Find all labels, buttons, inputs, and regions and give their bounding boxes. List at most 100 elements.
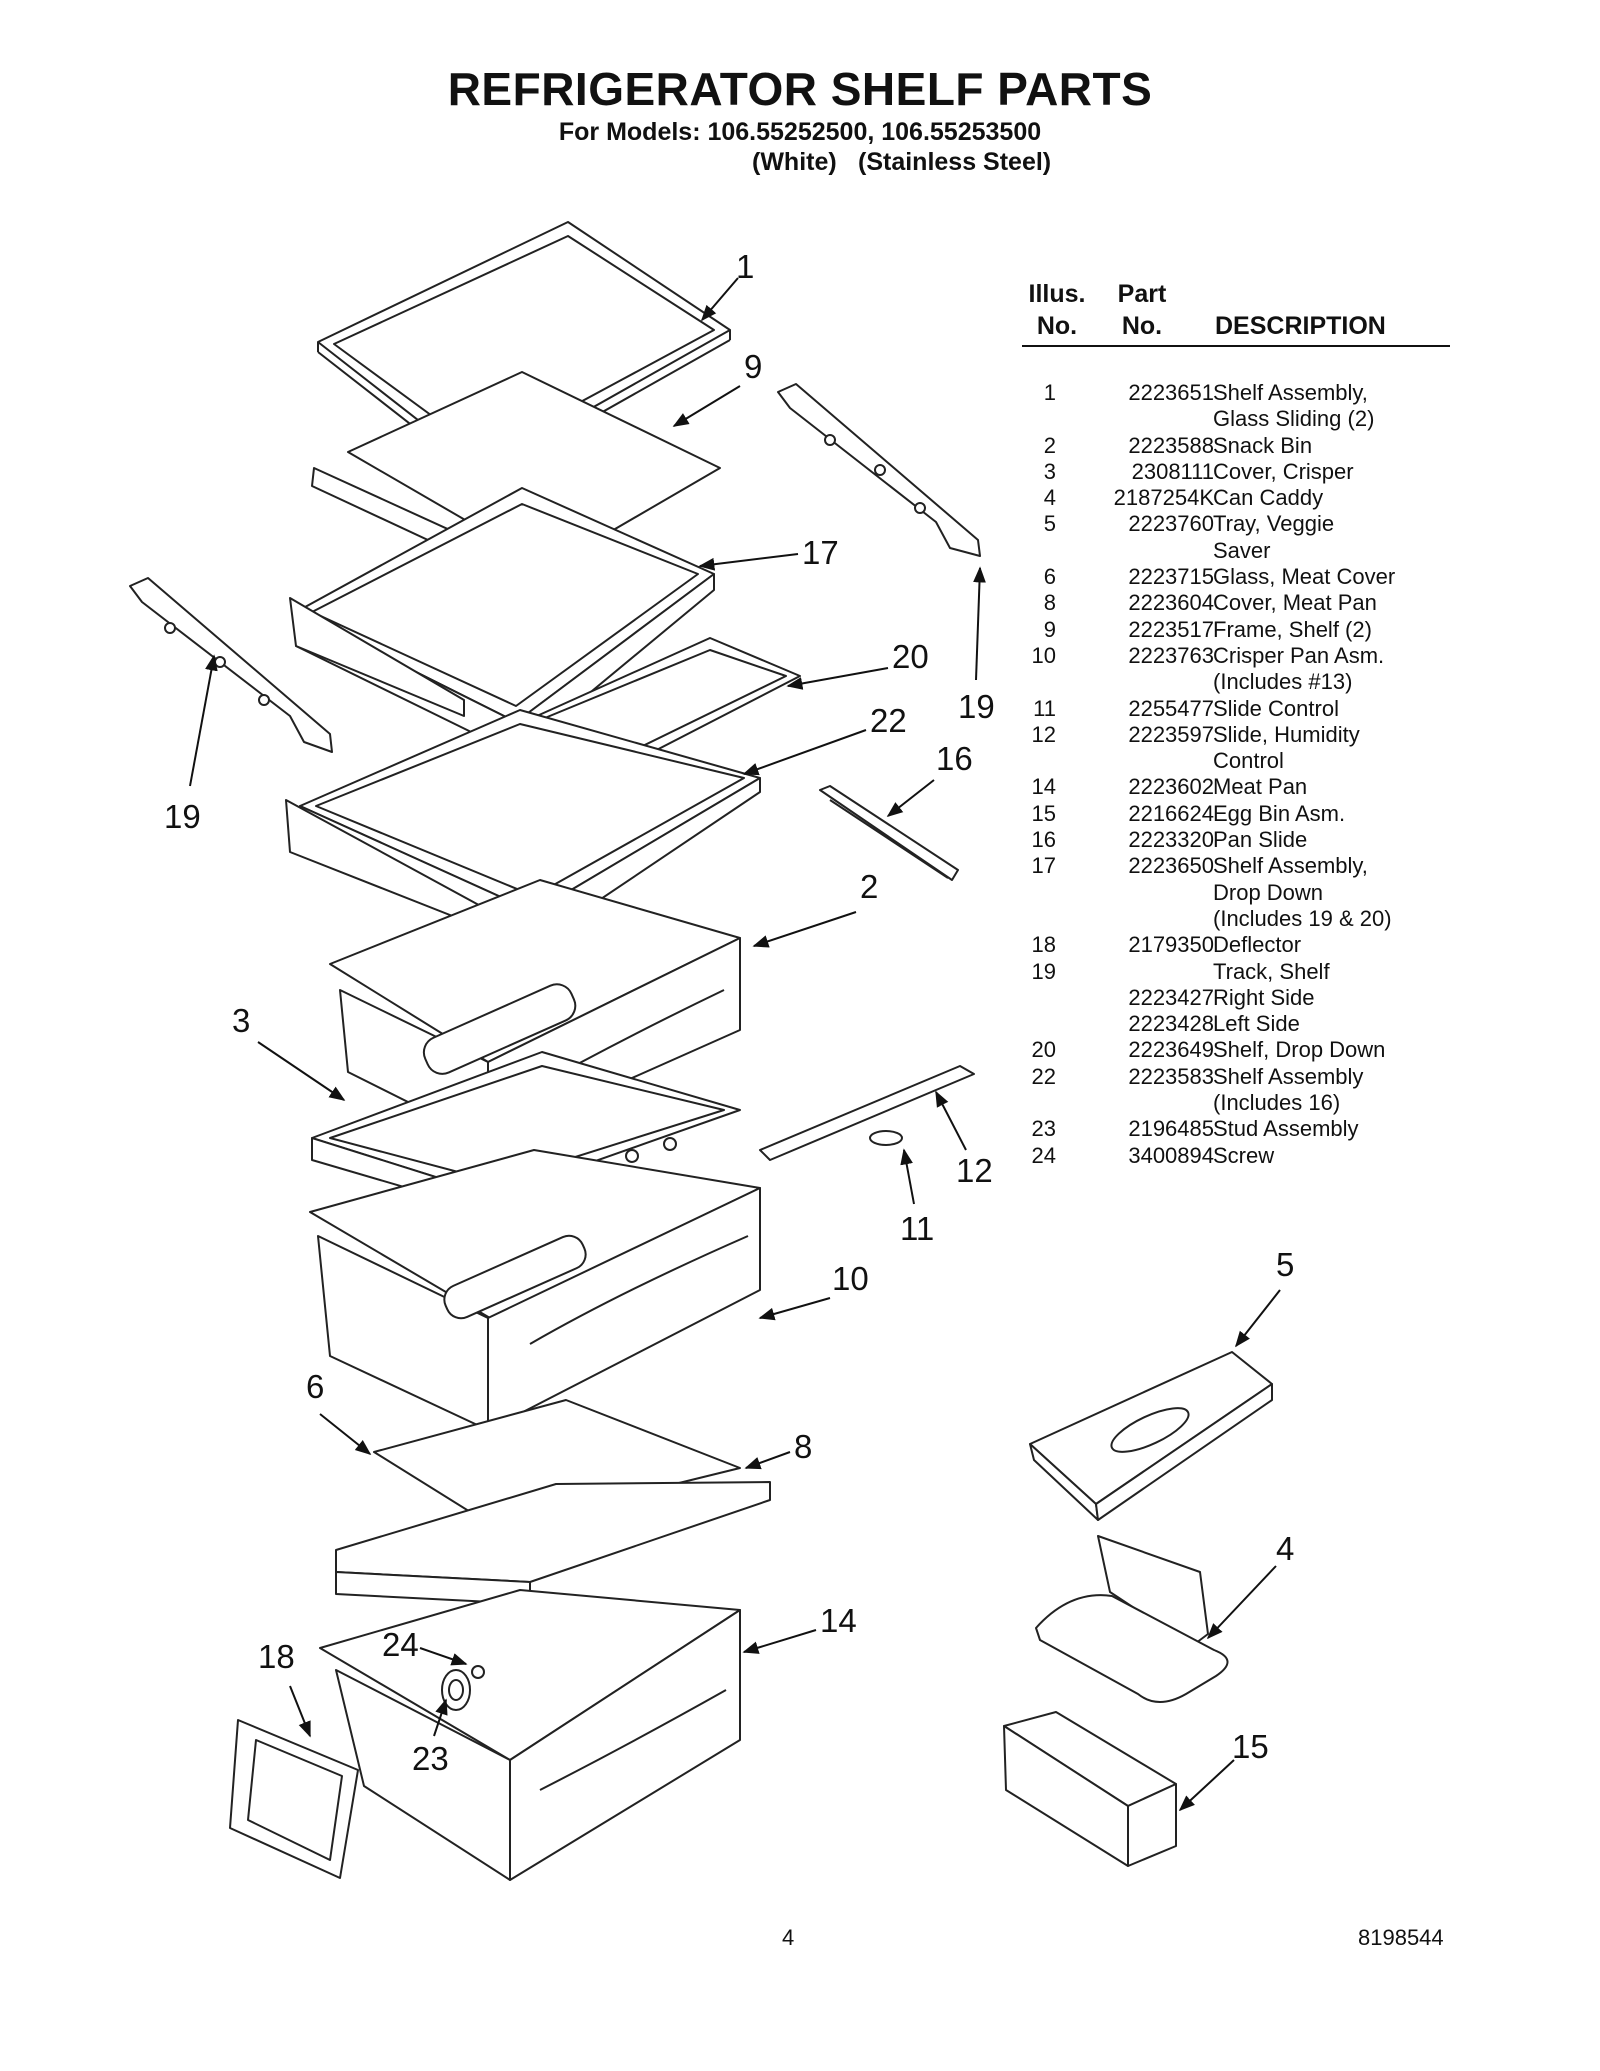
callout-6: 6	[306, 1368, 324, 1405]
part-deflector	[229, 1719, 359, 1879]
illus-number: 1	[1043, 380, 1056, 405]
part-pan-slide	[819, 785, 959, 881]
leader-10	[758, 1297, 831, 1321]
part-description: Saver	[1213, 537, 1271, 563]
leader-18	[289, 1685, 311, 1738]
part-shelf-track-left	[129, 577, 333, 753]
callout-8: 8	[794, 1428, 812, 1465]
part-number: 2223427	[1128, 984, 1214, 1010]
part-description: Glass Sliding (2)	[1213, 406, 1375, 432]
leader-12	[935, 1090, 967, 1151]
illus-number: 11	[1033, 695, 1056, 721]
part-number: 3400894	[1128, 1142, 1214, 1168]
callout-24: 24	[382, 1626, 419, 1663]
part-description: (Includes #13)	[1213, 669, 1353, 695]
table-row: (Includes 16)	[1022, 1090, 1450, 1116]
illus-number: 2	[1043, 432, 1056, 458]
leader-17	[698, 553, 799, 571]
part-description: Shelf Assembly,	[1213, 853, 1368, 879]
leader-15	[1178, 1759, 1235, 1812]
callout-23: 23	[412, 1740, 449, 1777]
part-crisper-pan	[309, 1149, 761, 1431]
part-slide-control	[869, 1130, 903, 1146]
part-number: 2223763	[1128, 642, 1214, 668]
part-description: Shelf, Drop Down	[1213, 1037, 1386, 1063]
part-description: Crisper Pan Asm.	[1213, 642, 1385, 668]
leader-2	[752, 911, 857, 948]
illus-number: 18	[1031, 932, 1056, 958]
part-description: Deflector	[1213, 932, 1302, 958]
callout-16: 16	[936, 740, 973, 777]
illus-number: 9	[1043, 616, 1056, 642]
part-veggie-saver-tray	[1029, 1351, 1273, 1521]
part-number: 2187254K	[1113, 485, 1214, 511]
part-description: Drop Down	[1213, 879, 1324, 905]
callout-3: 3	[232, 1002, 250, 1039]
header-description: DESCRIPTION	[1215, 312, 1386, 340]
part-number: 2223588	[1128, 432, 1214, 458]
part-number: 2255477	[1128, 695, 1214, 721]
illus-number: 22	[1031, 1063, 1056, 1089]
leader-19-right	[973, 566, 986, 681]
illus-number: 6	[1043, 564, 1056, 590]
part-number: 2223715	[1128, 564, 1214, 590]
illus-number: 19	[1031, 958, 1056, 984]
leader-3	[257, 1041, 346, 1101]
part-number: 2223597	[1128, 721, 1214, 747]
leader-22	[742, 729, 867, 776]
table-row: (Includes #13)	[1022, 669, 1450, 695]
part-description: Frame, Shelf (2)	[1213, 616, 1372, 642]
part-number: 2223583	[1128, 1063, 1214, 1089]
part-egg-bin	[1003, 1711, 1177, 1867]
leader-6	[319, 1413, 372, 1455]
part-number: 2196485	[1128, 1116, 1214, 1142]
part-number: 2216624	[1128, 800, 1214, 826]
part-description: Pan Slide	[1213, 827, 1308, 853]
table-row: Drop Down	[1022, 880, 1450, 906]
part-number: 2179350	[1128, 932, 1214, 958]
part-screw	[471, 1665, 485, 1679]
part-number: 2223651	[1128, 380, 1214, 405]
part-meat-pan-cover	[335, 1481, 771, 1605]
callout-15: 15	[1232, 1728, 1269, 1765]
illus-number: 10	[1031, 642, 1056, 668]
document-number: 8198544	[1358, 1925, 1444, 1950]
callout-22: 22	[870, 702, 907, 739]
callout-10: 10	[832, 1260, 869, 1297]
part-description: Cover, Crisper	[1213, 458, 1354, 484]
callout-20: 20	[892, 638, 929, 675]
table-row: Saver	[1022, 538, 1450, 564]
leader-4	[1206, 1565, 1277, 1640]
illus-number: 5	[1043, 511, 1056, 537]
part-description: Stud Assembly	[1213, 1116, 1359, 1142]
part-number: 2308111	[1131, 458, 1214, 484]
illus-number: 12	[1031, 721, 1056, 747]
model-numbers: For Models: 106.55252500, 106.55253500	[558, 118, 1042, 146]
part-number: 2223650	[1128, 853, 1214, 879]
page-title: REFRIGERATOR SHELF PARTS	[447, 63, 1153, 115]
illus-number: 15	[1031, 800, 1056, 826]
illus-number: 20	[1031, 1037, 1056, 1063]
callout-2: 2	[860, 868, 878, 905]
part-description: Can Caddy	[1213, 485, 1324, 511]
part-description: Track, Shelf	[1213, 958, 1330, 984]
part-number: 2223517	[1128, 616, 1214, 642]
callout-18: 18	[258, 1638, 295, 1675]
part-number: 2223604	[1128, 590, 1214, 616]
callout-12: 12	[956, 1152, 993, 1189]
leader-11	[900, 1148, 915, 1205]
part-description: Snack Bin	[1213, 432, 1313, 458]
part-description: Shelf Assembly	[1213, 1063, 1364, 1089]
